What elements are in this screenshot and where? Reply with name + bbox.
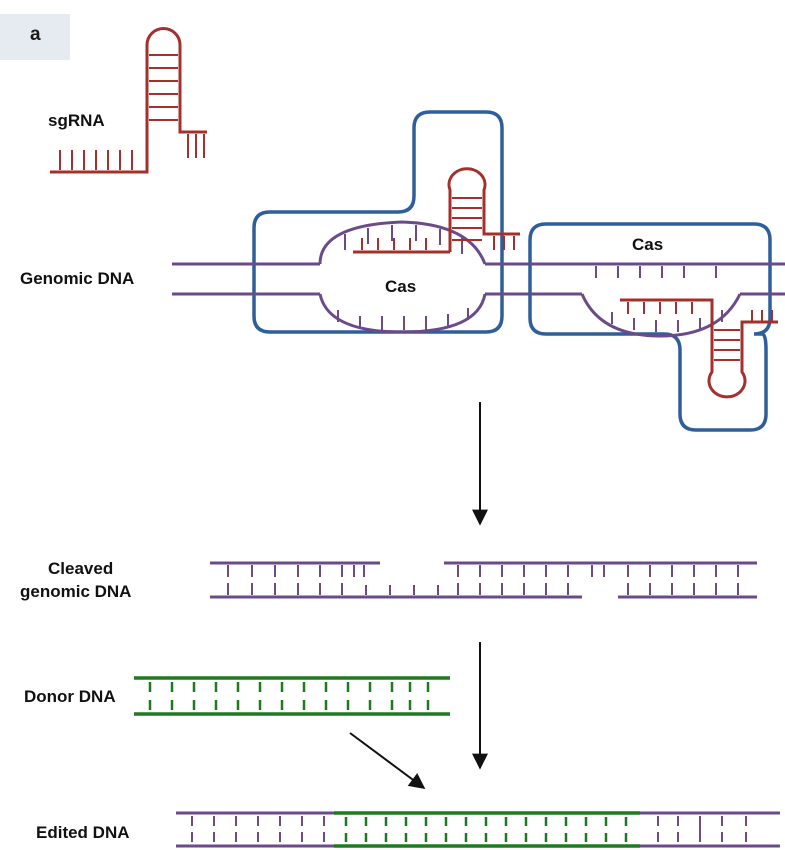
cleaved-right-rungs [457, 565, 739, 595]
genomic-dna-right [530, 262, 785, 338]
dna-bubble-top-teeth [344, 225, 463, 254]
sgrna-stem-rungs [149, 54, 178, 121]
genomic-dna-left [172, 220, 530, 334]
dna-bubble-right [580, 293, 742, 338]
panel-label-box: a [0, 14, 70, 60]
genomic-dna-label: Genomic DNA [20, 269, 134, 288]
cleaved-label-line2: genomic DNA [20, 582, 131, 601]
arrow-diagonal [349, 732, 426, 789]
cleaved-label-line1: Cleaved [48, 559, 113, 578]
sgrna-tail-teeth [187, 134, 205, 158]
sgrna-bound-left [353, 167, 520, 254]
sgrna-label: sgRNA [48, 111, 105, 130]
panel-label: a [30, 24, 41, 45]
cleaved-overhang-teeth [365, 585, 439, 595]
edited-dna-label: Edited DNA [36, 823, 130, 842]
edited-dna [176, 811, 780, 848]
cleaved-dna [210, 561, 757, 599]
sgrna-bound-right [620, 298, 778, 399]
dna-bubble-top [318, 220, 487, 265]
donor-dna-label: Donor DNA [24, 687, 116, 706]
dna-bubble-bottom-teeth [337, 308, 469, 330]
donor-dna [134, 676, 450, 716]
sgrna-molecule [50, 27, 207, 174]
cleaved-left-rungs [227, 565, 365, 595]
dna-bubble-bottom [318, 293, 487, 334]
cas-outline-right [528, 222, 772, 432]
sgrna-spacer-teeth [59, 150, 133, 170]
cas-label-right: Cas [632, 235, 663, 254]
cas-label-left: Cas [385, 277, 416, 296]
cas-outline-left [252, 110, 504, 334]
